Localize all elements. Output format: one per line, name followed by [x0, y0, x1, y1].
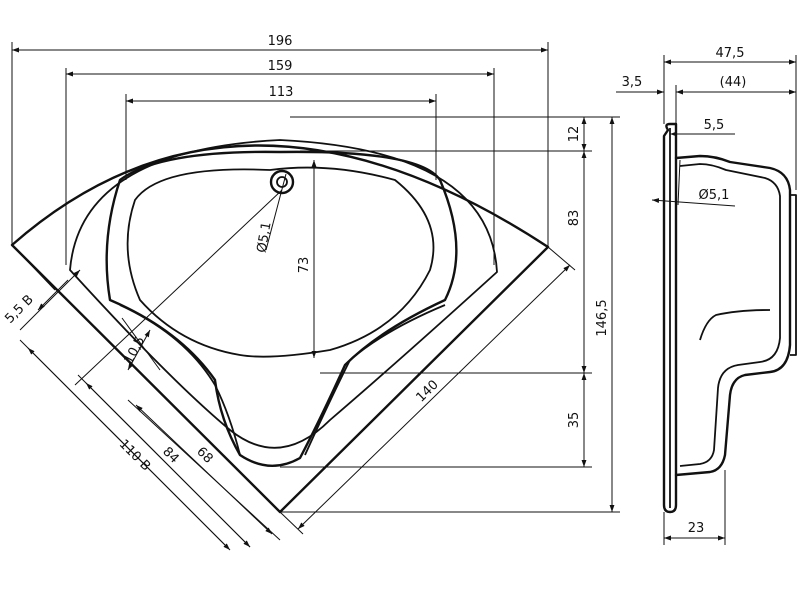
dim-label-44: (44) [720, 75, 747, 90]
dim-label-140: 140 [413, 377, 441, 405]
drain-inner-icon [276, 176, 288, 188]
drain-icon [269, 169, 295, 195]
dim-label-110b: 110 B [116, 437, 153, 474]
side-shell-inner [679, 163, 781, 467]
dim-label-73: 73 [297, 257, 312, 274]
dim-label-84: 84 [159, 444, 181, 466]
dim-label-113: 113 [269, 85, 294, 100]
dim-label-55-wall: 5,5 [704, 118, 725, 133]
dim-label-83: 83 [567, 210, 582, 227]
dim-drain-leader [265, 173, 287, 251]
dim-label-475: 47,5 [716, 46, 745, 61]
dim-label-drain-side: Ø5,1 [699, 188, 730, 203]
dim-line-68 [135, 404, 273, 535]
dim-label-1465: 146,5 [595, 299, 610, 336]
dim-line-55b [19, 269, 81, 331]
dim-line-105 [127, 329, 151, 371]
plan-view: 196 159 113 12 83 35 146,5 73 Ø5,1 [2, 34, 620, 551]
side-view: 47,5 (44) 3,5 5,5 Ø5,1 23 [616, 46, 797, 545]
tub-outer-contour [10, 144, 550, 514]
dim-label-35-side: 3,5 [622, 75, 643, 90]
dim-label-12: 12 [567, 126, 582, 143]
dim-line-140 [297, 264, 571, 530]
dim-label-159: 159 [268, 59, 293, 74]
side-shell-back [790, 194, 797, 356]
side-rim-plate [662, 122, 678, 514]
dim-line-drain-side [651, 198, 736, 207]
tub-basin-outer [105, 150, 458, 468]
dim-label-35: 35 [567, 412, 582, 429]
side-step-line [699, 309, 771, 341]
dim-label-23: 23 [688, 521, 705, 536]
side-shell-profile [674, 154, 792, 477]
dim-label-55b: 5,5 B [2, 292, 36, 326]
dim-label-196: 196 [268, 34, 293, 49]
dim-label-drain: Ø5,1 [254, 221, 274, 254]
tub-step-left [119, 304, 241, 456]
